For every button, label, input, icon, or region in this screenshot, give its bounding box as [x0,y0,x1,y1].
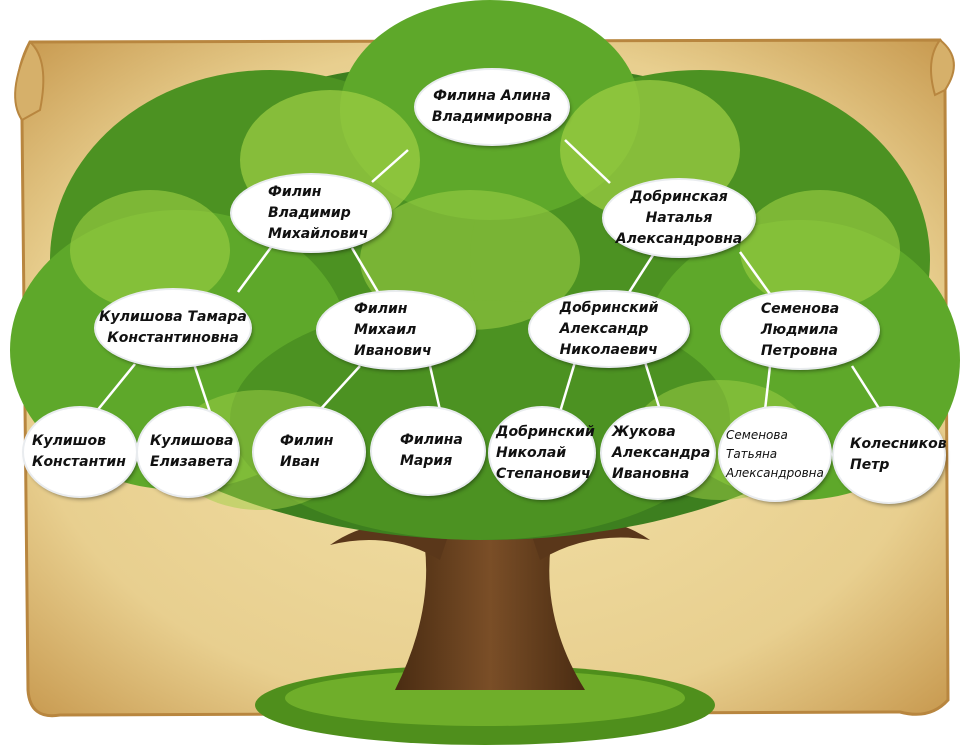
node-great-grandparent-3: Филин Иван [254,408,364,496]
node-root-name: Филина Алина Владимировна [432,86,552,128]
node-paternal-grandmother-name: Кулишова Тамара Константиновна [99,307,247,349]
node-great-grandparent-7: Семенова Татьяна Александровна [720,408,830,500]
node-great-grandparent-5-name: Добринский Николай Степанович [490,422,595,485]
node-father-name: Филин Владимир Михайлович [232,182,368,245]
node-maternal-grandmother: Семенова Людмила Петровна [722,292,878,368]
node-maternal-grandfather: Добринский Александр Николаевич [530,292,688,366]
node-maternal-grandmother-name: Семенова Людмила Петровна [761,299,839,362]
node-great-grandparent-1: Кулишов Константин [24,408,136,496]
node-maternal-grandfather-name: Добринский Александр Николаевич [560,298,659,361]
node-great-grandparent-4: Филина Мария [372,408,484,494]
node-great-grandparent-4-name: Филина Мария [372,430,463,472]
node-paternal-grandfather-name: Филин Михаил Иванович [318,299,432,362]
node-father: Филин Владимир Михайлович [232,175,390,251]
node-great-grandparent-1-name: Кулишов Константин [24,431,126,473]
node-root: Филина Алина Владимировна [416,70,568,144]
node-paternal-grandmother: Кулишова Тамара Константиновна [96,290,250,366]
node-mother-name: Добринская Наталья Александровна [616,187,742,250]
node-great-grandparent-6-name: Жукова Александра Ивановна [602,422,710,485]
node-great-grandparent-2-name: Кулишова Елизавета [138,431,233,473]
node-great-grandparent-3-name: Филин Иван [254,431,333,473]
node-great-grandparent-8-name: Колесников Петр [834,434,947,476]
node-mother: Добринская Наталья Александровна [604,180,754,256]
node-great-grandparent-7-name: Семенова Татьяна Александровна [720,426,824,483]
node-great-grandparent-5: Добринский Николай Степанович [490,408,594,498]
node-great-grandparent-2: Кулишова Елизавета [138,408,238,496]
node-great-grandparent-8: Колесников Петр [834,408,944,502]
node-paternal-grandfather: Филин Михаил Иванович [318,292,474,368]
node-great-grandparent-6: Жукова Александра Ивановна [602,408,714,498]
